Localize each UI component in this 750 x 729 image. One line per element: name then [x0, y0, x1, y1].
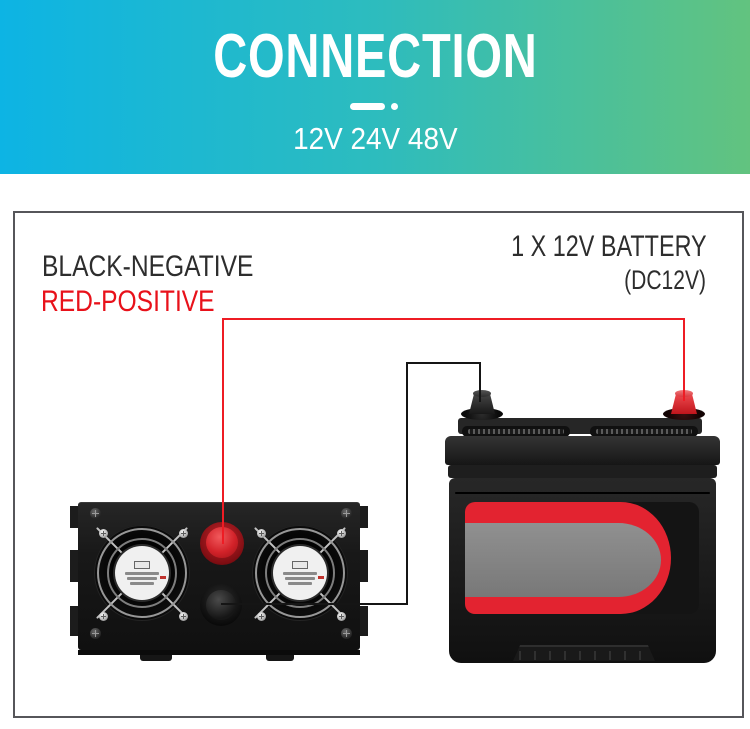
fan-screw-icon: [179, 529, 188, 538]
fan-screw-icon: [179, 612, 188, 621]
fan-brand-logo: [292, 561, 308, 569]
page-title: CONNECTION: [0, 26, 750, 88]
battery-post-knob: [671, 393, 697, 414]
fan-label-textline: [130, 582, 154, 585]
corner-screw-icon: [341, 628, 352, 639]
battery-strip-text: [596, 429, 692, 434]
battery-warning-strip: [590, 426, 698, 437]
divider-dot: [391, 103, 398, 110]
red-positive-label: RED-POSITIVE: [41, 285, 215, 318]
corner-screw-icon: [90, 508, 101, 519]
divider-dash: [350, 103, 385, 110]
fan-screw-icon: [99, 529, 108, 538]
positive-wire-horizontal: [222, 318, 685, 320]
battery-lid-front: [445, 436, 720, 465]
negative-wire-vertical-mid: [406, 362, 408, 605]
battery-warning-strip: [462, 426, 570, 437]
battery-caption-line2: (DC12V): [624, 265, 706, 295]
battery-label-gray-panel: [465, 523, 661, 597]
inverter-heatsink-fin: [70, 550, 79, 582]
fan-spec-label: [273, 546, 327, 600]
negative-wire-vertical-battery: [479, 362, 481, 402]
fan-spec-label: [115, 546, 169, 600]
fan-guard-ring: [265, 538, 335, 608]
negative-wire-horizontal-bottom: [221, 603, 408, 605]
fan-label-mark: [318, 575, 324, 579]
cooling-fan-right: [252, 525, 348, 621]
battery-lid-step: [448, 465, 717, 478]
corner-screw-icon: [90, 628, 101, 639]
fan-screw-icon: [257, 612, 266, 621]
fan-screw-icon: [337, 529, 346, 538]
fan-guard-ring: [97, 528, 187, 618]
fan-screw-icon: [337, 612, 346, 621]
battery-strip-text: [468, 429, 564, 434]
black-negative-label: BLACK-NEGATIVE: [42, 250, 254, 283]
voltage-subtitle: 12V 24V 48V: [0, 123, 750, 154]
voltage-subtitle-text: 12V 24V 48V: [292, 121, 458, 156]
fan-label-textline: [288, 582, 312, 585]
cooling-fan-left: [94, 525, 190, 621]
inverter-heatsink-fin: [359, 550, 368, 582]
battery-post-cap: [473, 390, 491, 397]
fan-screw-icon: [257, 529, 266, 538]
power-inverter: [70, 502, 368, 664]
fan-brand-logo: [134, 561, 150, 569]
corner-screw-icon: [341, 508, 352, 519]
battery-groove-line: [455, 492, 710, 494]
inverter-heatsink-fin: [70, 506, 79, 528]
fan-label-textline: [285, 577, 315, 580]
page-title-text: CONNECTION: [212, 22, 538, 91]
inverter-negative-terminal-dome: [206, 590, 236, 620]
battery-foot-ledge: [513, 645, 655, 661]
inverter-heatsink-fin: [359, 506, 368, 528]
battery-front-label: [465, 502, 699, 614]
battery-12v: [443, 390, 723, 665]
fan-screw-icon: [99, 612, 108, 621]
battery-caption-line1: 1 X 12V BATTERY: [511, 230, 707, 263]
positive-wire-vertical-inverter: [222, 318, 224, 544]
fan-label-mark: [160, 575, 166, 579]
fan-guard-ring: [107, 538, 177, 608]
header-banner: CONNECTION 12V 24V 48V: [0, 0, 750, 174]
negative-wire-horizontal-top: [406, 362, 481, 364]
battery-foot-ribs: [519, 651, 649, 660]
fan-label-textline: [283, 572, 317, 575]
battery-post-knob: [469, 393, 495, 414]
battery-negative-post: [461, 390, 503, 422]
fan-guard-ring: [255, 528, 345, 618]
inverter-base-strip: [78, 650, 360, 655]
positive-wire-vertical-battery: [683, 318, 685, 401]
fan-label-textline: [127, 577, 157, 580]
fan-label-textline: [125, 572, 159, 575]
inverter-foot: [140, 655, 172, 661]
inverter-heatsink-fin: [359, 606, 368, 636]
inverter-foot: [266, 655, 294, 661]
inverter-heatsink-fin: [70, 606, 79, 636]
